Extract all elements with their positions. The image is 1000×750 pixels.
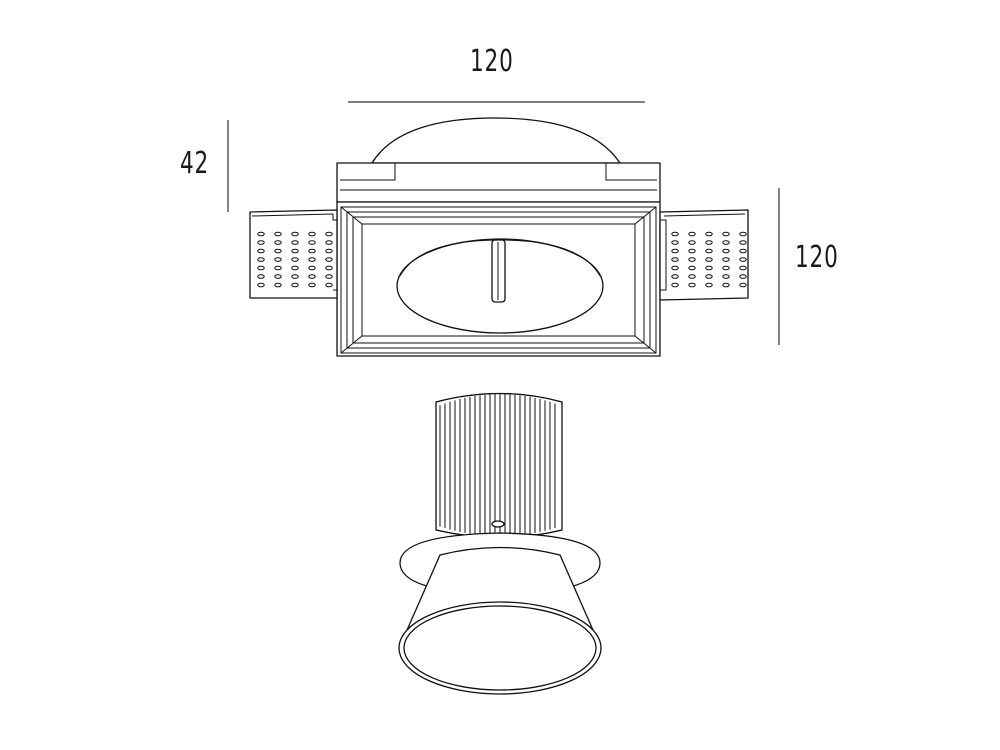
perforation-hole — [308, 231, 316, 237]
perforation-hole — [722, 231, 730, 237]
perforation-hole — [671, 240, 679, 245]
perforation-hole — [739, 265, 747, 271]
perforation-hole — [688, 265, 696, 271]
perforation-hole — [291, 240, 299, 245]
perforation-hole — [722, 282, 730, 288]
perforation-hole — [688, 231, 696, 237]
perforation-hole — [257, 265, 265, 271]
perforation-hole — [308, 248, 316, 254]
perforation-hole — [325, 282, 333, 288]
perforation-hole — [671, 282, 679, 288]
perforation-hole — [274, 282, 282, 288]
perforation-hole — [739, 257, 747, 262]
perforation-hole — [291, 282, 299, 288]
perforation-hole — [257, 240, 265, 245]
perforation-hole — [291, 257, 299, 262]
perforation-hole — [291, 248, 299, 254]
perforation-hole — [688, 257, 696, 262]
perforation-hole — [688, 240, 696, 245]
perforation-hole — [722, 240, 730, 245]
perforation-hole — [291, 274, 299, 279]
perforation-hole — [274, 231, 282, 237]
height-dimension-label: 120 — [795, 240, 839, 275]
module-screw — [491, 520, 505, 528]
housing-rim — [336, 162, 661, 203]
perforation-hole — [705, 248, 713, 254]
perforation-hole — [274, 265, 282, 271]
perforation-hole — [671, 248, 679, 254]
perforation-hole — [257, 282, 265, 288]
perforation-hole — [274, 248, 282, 254]
perforation-hole — [722, 257, 730, 262]
width-dimension-label: 120 — [470, 44, 514, 79]
perforation-hole — [308, 240, 316, 245]
perforation-hole — [688, 274, 696, 279]
perforation-hole — [274, 240, 282, 245]
right-mesh-wing — [659, 209, 749, 301]
perforation-hole — [257, 274, 265, 279]
perforation-hole — [722, 248, 730, 254]
reflector-bezel-inner — [403, 605, 597, 691]
perforation-hole — [274, 274, 282, 279]
perforation-hole — [308, 274, 316, 279]
perforation-hole — [325, 240, 333, 245]
led-module — [398, 392, 602, 695]
perforation-hole — [325, 274, 333, 279]
perforation-hole — [325, 231, 333, 237]
perforation-hole — [671, 274, 679, 279]
perforation-hole — [308, 265, 316, 271]
perforation-hole — [688, 282, 696, 288]
perforation-hole — [705, 240, 713, 245]
perforation-hole — [671, 231, 679, 237]
perforation-hole — [257, 248, 265, 254]
plaster-housing — [336, 117, 661, 357]
perforation-hole — [722, 274, 730, 279]
perforation-hole — [325, 248, 333, 254]
perforation-hole — [705, 265, 713, 271]
perforation-hole — [739, 274, 747, 279]
depth-dimension-label: 42 — [180, 146, 210, 181]
perforation-hole — [705, 231, 713, 237]
perforation-hole — [739, 231, 747, 237]
perforation-hole — [308, 282, 316, 288]
perforation-hole — [671, 257, 679, 262]
perforation-hole — [705, 274, 713, 279]
perforation-hole — [291, 265, 299, 271]
perforation-hole — [325, 265, 333, 271]
perforation-hole — [671, 265, 679, 271]
perforation-hole — [739, 240, 747, 245]
perforation-hole — [739, 282, 747, 288]
left-mesh-wing — [249, 209, 338, 299]
perforation-hole — [722, 265, 730, 271]
perforation-hole — [705, 257, 713, 262]
perforation-hole — [688, 248, 696, 254]
perforation-hole — [257, 257, 265, 262]
perforation-hole — [705, 282, 713, 288]
perforation-hole — [325, 257, 333, 262]
perforation-hole — [274, 257, 282, 262]
perforation-hole — [739, 248, 747, 254]
perforation-hole — [308, 257, 316, 262]
perforation-hole — [291, 231, 299, 237]
housing-dome — [371, 117, 621, 164]
perforation-hole — [257, 231, 265, 237]
